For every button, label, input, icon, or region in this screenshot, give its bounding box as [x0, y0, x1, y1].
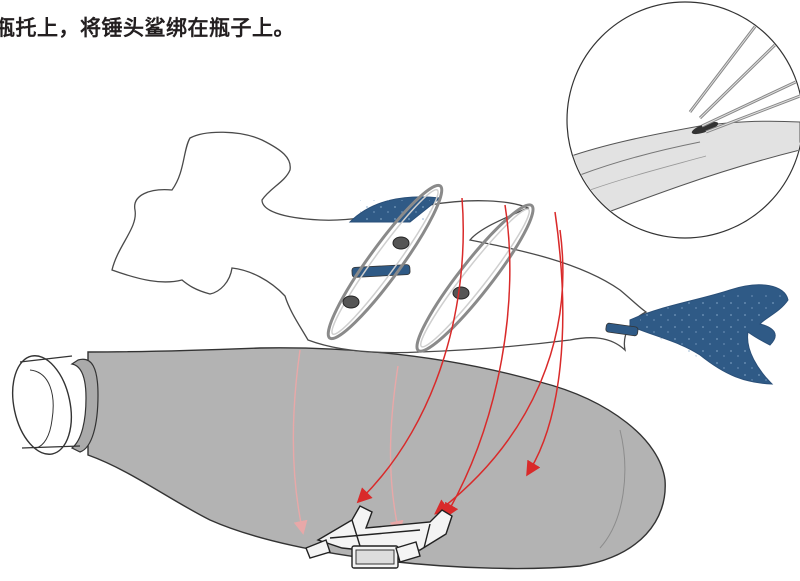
- red-arrow-4: [434, 229, 564, 515]
- detail-inset: [566, 1, 800, 239]
- faded-arrow-2: [389, 365, 404, 535]
- bottle-highlight: [599, 429, 626, 549]
- bottle-holder: [305, 505, 453, 569]
- red-arrow-2: [444, 204, 511, 519]
- inset-tab: [568, 120, 800, 231]
- inset-slot: [691, 121, 719, 135]
- knot-2: [342, 295, 360, 309]
- bottle: [12, 347, 666, 570]
- red-arrow-3: [526, 211, 564, 477]
- red-arrows: [356, 197, 564, 519]
- instruction-text: 瓶托上，将锤头鲨绑在瓶子上。: [0, 16, 295, 40]
- red-arrow-1: [356, 197, 465, 504]
- bottle-neck-ring: [70, 358, 99, 453]
- inset-circle: [566, 1, 800, 239]
- knot-1: [392, 236, 410, 250]
- faded-arrow-1: [292, 349, 308, 535]
- loop-knots: [342, 236, 470, 309]
- loop-left: [326, 183, 444, 341]
- bottle-mouth: [12, 355, 72, 455]
- bottle-body: [87, 347, 666, 570]
- knot-3: [452, 286, 470, 300]
- pectoral-slot-right: [605, 322, 639, 337]
- faded-arrows: [292, 349, 404, 535]
